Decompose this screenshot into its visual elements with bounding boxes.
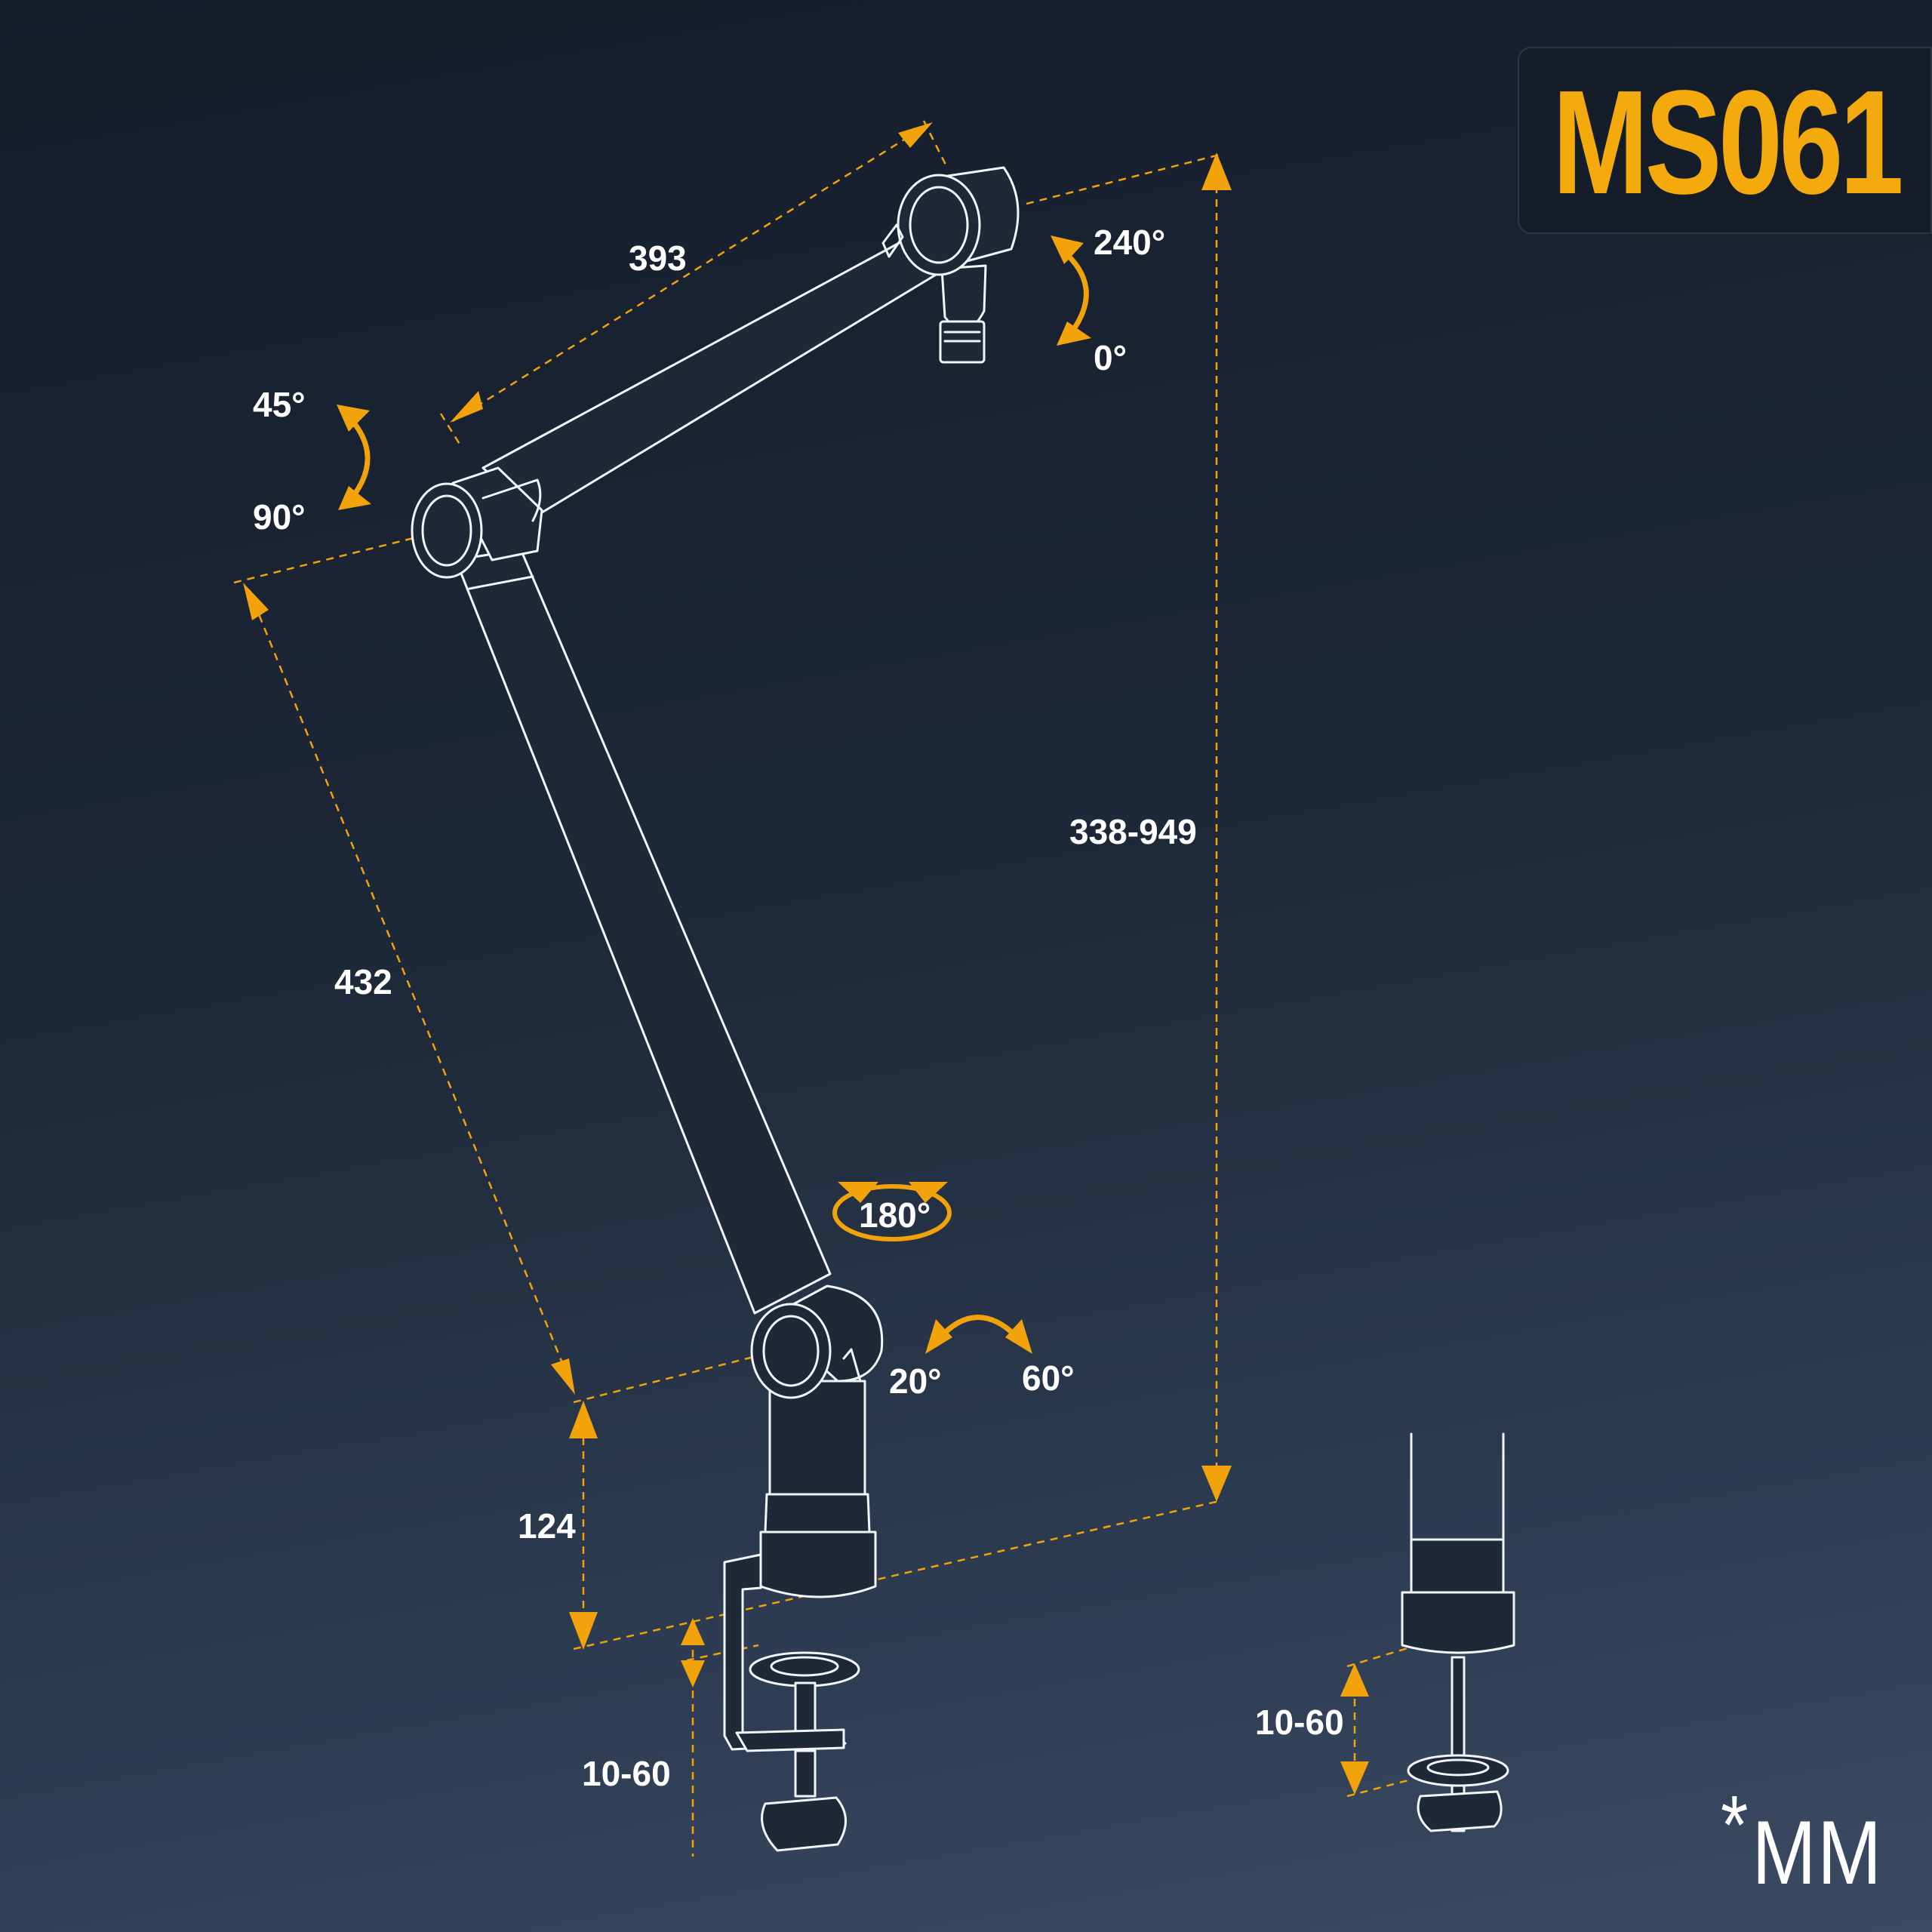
lower-arm-ext-bottom: [573, 1349, 778, 1404]
lower-arm-arrow-top: [243, 583, 269, 620]
height-arrow-bottom: [1201, 1466, 1232, 1502]
unit-label: *MM: [1721, 1777, 1883, 1905]
upper-arm-arrow-left: [450, 391, 483, 423]
boom-arm: [411, 166, 1515, 1852]
lower-arm-length-label: 432: [334, 962, 392, 1001]
clamp-detail-arrow-top: [1340, 1663, 1369, 1697]
upper-arm-dimension-line: [452, 127, 923, 423]
elbow-rotation-arrowhead-bottom: [338, 486, 371, 510]
head-rotation-arrow: [1060, 248, 1089, 335]
base-rotation-arrowhead-right: [1005, 1319, 1032, 1354]
clamp-detail-arrow-bottom: [1340, 1761, 1369, 1795]
upper-arm-ext-left: [439, 413, 462, 446]
swivel-rotation-arrow: [832, 1184, 952, 1241]
swivel-arrowhead-left: [838, 1182, 878, 1203]
head-angle-top-label: 240°: [1094, 223, 1165, 262]
base-joint: [750, 1284, 884, 1496]
clamp-ext-top: [686, 1644, 759, 1662]
base-height-arrow-bottom: [569, 1612, 598, 1650]
lower-arm-tube: [454, 548, 832, 1315]
elbow-rotation-arrow: [346, 414, 371, 501]
clamp-arrow-top: [681, 1618, 705, 1645]
angle-labels: 240° 0° 45° 90° 180° 20° 60°: [253, 223, 1165, 1401]
dimension-labels: 393 432 338-949 124 10-60 10-60: [334, 238, 1344, 1793]
dimension-arrowheads: [243, 122, 1369, 1795]
base-height-label: 124: [518, 1506, 576, 1546]
upper-arm-arrow-right: [898, 122, 933, 148]
rotation-arrows: [337, 235, 1091, 1354]
height-arrow-top: [1201, 152, 1232, 190]
base-rotation-arrow: [937, 1315, 1019, 1340]
base-height-arrow-top: [569, 1401, 598, 1438]
base-angle-right-label: 60°: [1022, 1358, 1075, 1398]
head-rotation-arrowhead-bottom: [1057, 321, 1091, 346]
desk-clamp: [723, 1493, 877, 1852]
clamp-detail-ext-top: [1346, 1647, 1408, 1668]
clamp-arrow-bottom: [681, 1660, 705, 1687]
lower-arm-collar: [468, 575, 534, 590]
upper-arm-tube: [481, 225, 945, 518]
elbow-joint: [411, 466, 543, 579]
model-badge: MS061: [1518, 47, 1932, 234]
elbow-angle-top-label: 45°: [253, 385, 306, 424]
base-angle-left-label: 20°: [889, 1361, 942, 1401]
swivel-arrowhead-right: [909, 1182, 948, 1203]
height-ext-bottom: [573, 1499, 1223, 1651]
head-rotation-arrowhead-top: [1051, 235, 1084, 264]
lower-arm-dimension-line: [248, 589, 574, 1388]
elbow-angle-bottom-label: 90°: [253, 497, 306, 537]
elbow-rotation-arrowhead-top: [337, 405, 370, 432]
model-name: MS061: [1552, 59, 1904, 225]
lower-arm-ext-top: [233, 531, 438, 584]
head-angle-bottom-label: 0°: [1094, 338, 1127, 377]
clamp-detail-range-label: 10-60: [1255, 1703, 1344, 1742]
clamp-detail-view: [1401, 1432, 1515, 1832]
height-range-label: 338-949: [1069, 812, 1197, 851]
upper-arm-ext-right: [922, 120, 949, 170]
clamp-detail-ext-bottom: [1346, 1778, 1412, 1798]
height-ext-top: [1026, 152, 1223, 205]
clamp-range-label: 10-60: [582, 1754, 671, 1793]
unit-prefix: *: [1721, 1779, 1750, 1872]
dimension-lines: [233, 120, 1412, 1857]
head-joint: [881, 166, 1020, 364]
base-rotation-arrowhead-left: [925, 1319, 952, 1354]
unit-text: MM: [1752, 1802, 1883, 1903]
upper-arm-length-label: 393: [629, 238, 687, 278]
swivel-angle-label: 180°: [859, 1195, 931, 1235]
lower-arm-arrow-bottom: [551, 1358, 575, 1395]
